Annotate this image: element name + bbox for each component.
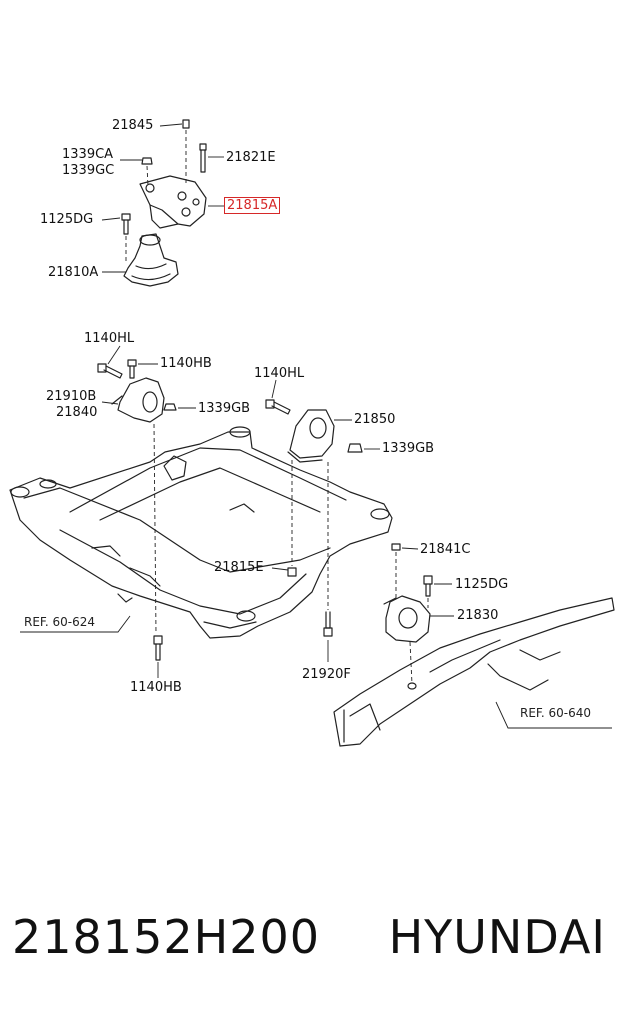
label-1140hl-left: 1140HL [84, 331, 135, 346]
label-21840: 21840 [56, 405, 98, 420]
parts-diagram [9, 119, 615, 747]
nut-1339ca [141, 157, 153, 165]
label-1140hb-bottom: 1140HB [130, 680, 182, 695]
side-rail-drawing [333, 597, 615, 747]
ref-60-640: REF. 60-640 [520, 706, 592, 720]
label-21910b: 21910B [46, 389, 97, 404]
bolt-1140hb-top [127, 359, 137, 379]
mount-21830-drawing [383, 595, 431, 643]
mount-21810a-drawing [123, 233, 179, 287]
leader-lines [20, 123, 612, 729]
label-21841c: 21841C [420, 542, 471, 557]
label-21845: 21845 [112, 118, 154, 133]
bolt-1140hl-mid [265, 399, 291, 415]
footer: 218152H200 HYUNDAI [12, 910, 612, 970]
label-21810a: 21810A [48, 265, 99, 280]
bolt-1125dg-right [423, 575, 433, 597]
bolt-21841c [391, 543, 401, 551]
bolt-1140hb-bottom [153, 635, 163, 661]
part-number: 218152H200 [12, 910, 320, 964]
brand-name: HYUNDAI [388, 910, 606, 964]
ref-60-624: REF. 60-624 [24, 615, 96, 629]
bolt-21815e [287, 567, 297, 577]
label-21920f: 21920F [302, 667, 351, 682]
label-1125dg-right: 1125DG [455, 577, 509, 592]
bracket-21815a-drawing [139, 175, 207, 229]
label-1339gb-right: 1339GB [382, 441, 435, 456]
nut-1339gb-left [163, 403, 177, 411]
bolt-21920f [323, 611, 333, 637]
label-1339ca: 1339CA [62, 147, 114, 162]
bolt-21845 [182, 119, 190, 129]
label-21830: 21830 [457, 608, 499, 623]
bolt-21821e [199, 143, 207, 173]
mount-21850-drawing [287, 409, 335, 463]
label-21850: 21850 [354, 412, 396, 427]
label-1339gc: 1339GC [62, 163, 115, 178]
bolt-1125dg-top [121, 213, 131, 235]
label-21821e: 21821E [226, 150, 276, 165]
nut-1339gb-right [347, 443, 363, 453]
label-1339gb-left: 1339GB [198, 401, 251, 416]
label-1140hl-mid: 1140HL [254, 366, 305, 381]
bolt-1140hl-left [97, 363, 123, 379]
mount-21910b-drawing [111, 377, 165, 423]
label-21815a-highlighted: 21815A [224, 197, 281, 214]
label-1140hb-top: 1140HB [160, 356, 212, 371]
subframe-drawing [9, 426, 393, 639]
label-21815e: 21815E [214, 560, 264, 575]
label-1125dg-top: 1125DG [40, 212, 94, 227]
